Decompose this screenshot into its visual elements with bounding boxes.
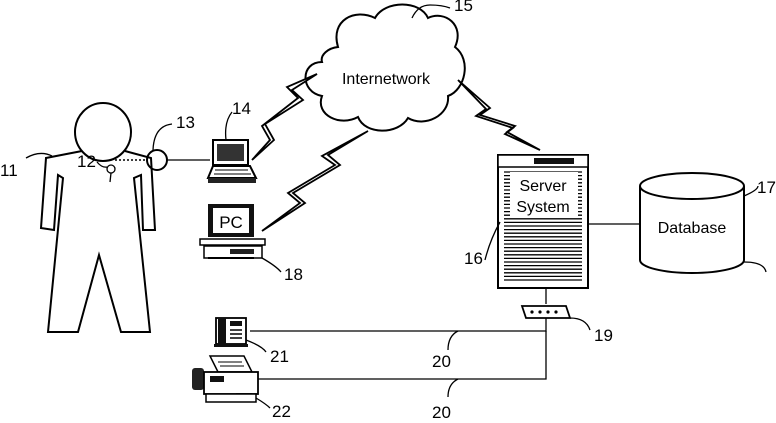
database-label: Database: [658, 220, 727, 237]
programming-wand: [147, 150, 167, 170]
pc-screen-label: PC: [219, 213, 243, 232]
ref-22: 22: [272, 402, 291, 421]
ref-15: 15: [454, 0, 473, 15]
ref-21: 21: [270, 347, 289, 366]
internetwork-cloud: [306, 5, 465, 131]
ref-13: 13: [176, 113, 195, 132]
fax-machine: [192, 356, 258, 402]
phone-line-upper: [250, 318, 546, 331]
ref-20-upper: 20: [432, 352, 451, 371]
patient-figure: [41, 103, 155, 332]
server-cloud-link: [458, 80, 540, 150]
implant-device: [107, 165, 115, 182]
phone-line-lower: [256, 331, 546, 379]
ref-19: 19: [594, 326, 613, 345]
laptop-computer: [208, 140, 256, 183]
ref-16: 16: [464, 249, 483, 268]
pc-cloud-link: [262, 131, 368, 231]
ref-11: 11: [0, 161, 18, 180]
server-label-line1: Server: [519, 178, 567, 195]
server-label-line2: System: [516, 199, 569, 216]
modem-device: [522, 306, 570, 318]
desktop-pc: PC: [200, 204, 265, 258]
ref-18: 18: [284, 265, 303, 284]
telephone-device: [214, 318, 248, 347]
ref-20-lower: 20: [432, 403, 451, 422]
ref-17: 17: [757, 178, 776, 197]
ref-12: 12: [77, 152, 96, 171]
internetwork-label: Internetwork: [342, 71, 431, 88]
ref-14: 14: [232, 99, 251, 118]
